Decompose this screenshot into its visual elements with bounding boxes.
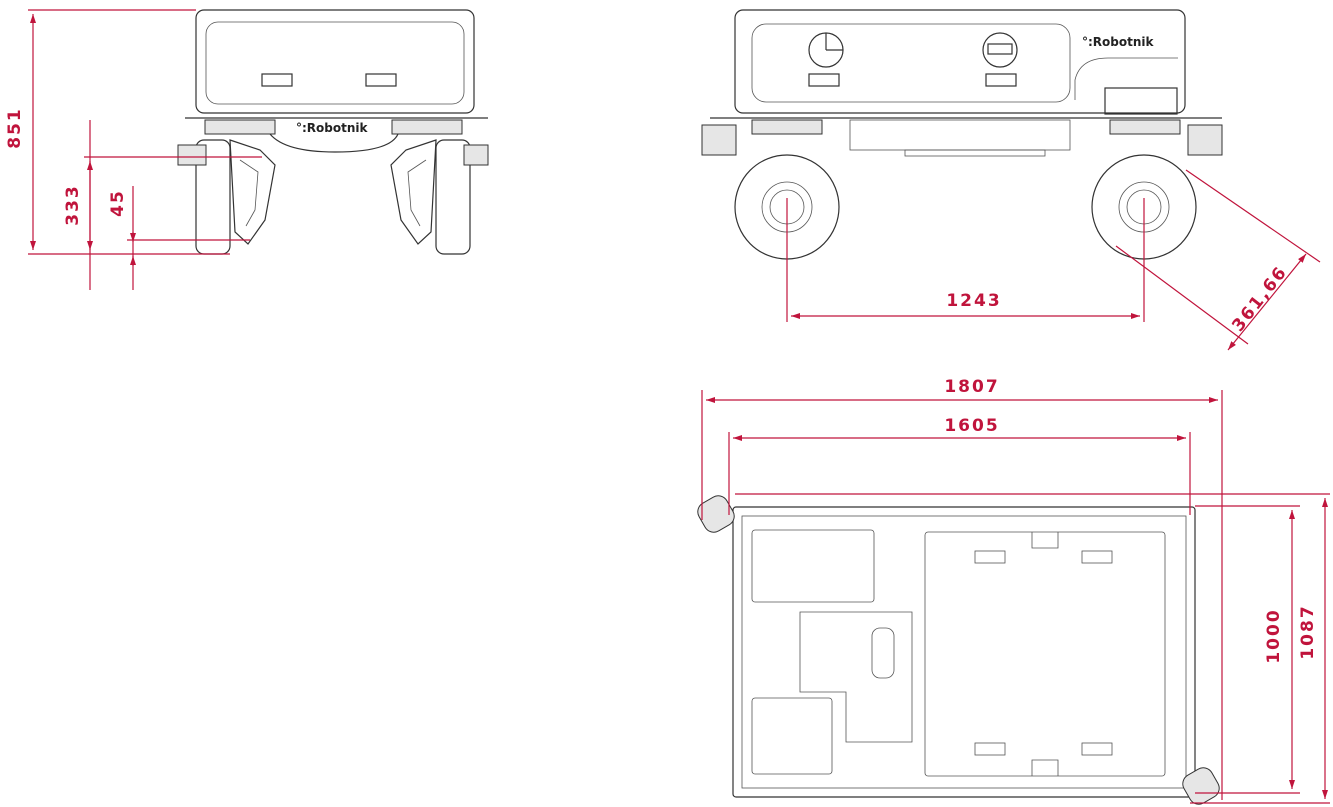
side-view: °:Robotnik (701, 9, 1223, 260)
dim-wheelbase-label: 1243 (946, 291, 1001, 311)
dim-body-length-label: 1605 (944, 416, 999, 436)
top-view (697, 495, 1220, 805)
brand-label-front: °:Robotnik (296, 121, 369, 135)
brand-label-side: °:Robotnik (1082, 35, 1155, 49)
dim-wheel-height-label: 333 (63, 184, 83, 226)
dim-overall-height-label: 851 (5, 107, 25, 149)
dim-wheel-diameter-label: 361,66 (1228, 262, 1292, 335)
dim-ground-clearance-label: 45 (108, 189, 128, 217)
front-view: °:Robotnik (177, 9, 489, 255)
dim-overall-length-label: 1807 (944, 377, 999, 397)
dim-overall-width-label: 1087 (1298, 604, 1318, 659)
dimension-lines (28, 9, 1330, 804)
dim-body-width-label: 1000 (1264, 608, 1284, 663)
